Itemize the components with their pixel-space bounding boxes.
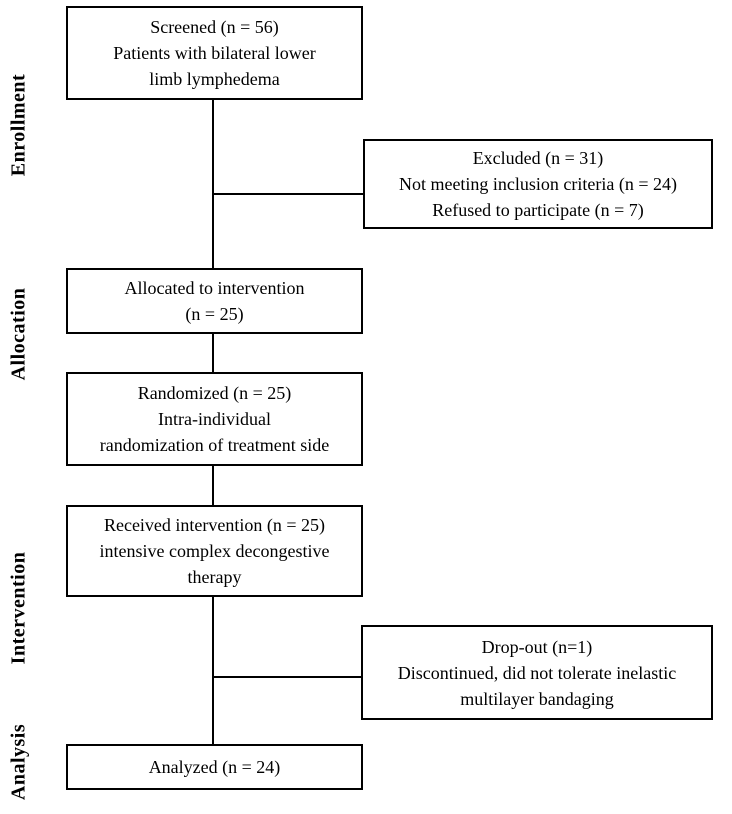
screened-line-1: Screened (n = 56) <box>150 17 279 37</box>
connector-received-to-analyzed <box>212 597 214 744</box>
connector-branch-to-dropout <box>213 676 361 678</box>
randomized-line-3: randomization of treatment side <box>99 435 330 455</box>
dropout-line-3: multilayer bandaging <box>460 688 614 709</box>
stage-label-allocation: Allocation <box>7 287 30 381</box>
randomized-line-2: Intra-individual <box>158 409 271 429</box>
randomized-box: Randomized (n = 25) Intra-individual ran… <box>66 372 363 466</box>
screened-line-3: limb lymphedema <box>149 69 280 89</box>
excluded-box: Excluded (n = 31) Not meeting inclusion … <box>363 139 713 229</box>
received-line-2: intensive complex decongestive <box>99 541 330 561</box>
allocated-line-1: Allocated to intervention <box>124 278 305 298</box>
excluded-line-2: Not meeting inclusion criteria (n = 24) <box>398 174 678 194</box>
randomized-line-1: Randomized (n = 25) <box>137 383 292 403</box>
dropout-box: Drop-out (n=1) Discontinued, did not tol… <box>361 625 713 720</box>
stage-label-enrollment: Enrollment <box>7 73 30 177</box>
received-line-3: therapy <box>187 567 242 587</box>
received-intervention-box: Received intervention (n = 25) intensive… <box>66 505 363 597</box>
dropout-line-2: Discontinued, did not tolerate inelastic <box>397 662 677 683</box>
dropout-line-1: Drop-out (n=1) <box>481 636 593 657</box>
allocated-line-2: (n = 25) <box>185 304 244 324</box>
connector-allocated-to-randomized <box>212 334 214 372</box>
screened-box: Screened (n = 56) Patients with bilatera… <box>66 6 363 100</box>
stage-label-analysis: Analysis <box>7 723 30 801</box>
stage-label-intervention: Intervention <box>7 551 30 665</box>
received-line-1: Received intervention (n = 25) <box>103 515 326 535</box>
connector-screened-to-allocated <box>212 100 214 268</box>
allocated-box: Allocated to intervention (n = 25) <box>66 268 363 334</box>
connector-branch-to-excluded <box>213 193 363 195</box>
analyzed-line-1: Analyzed (n = 24) <box>148 757 281 777</box>
excluded-line-1: Excluded (n = 31) <box>472 148 604 168</box>
connector-randomized-to-received <box>212 466 214 505</box>
screened-line-2: Patients with bilateral lower <box>113 43 316 63</box>
analyzed-box: Analyzed (n = 24) <box>66 744 363 790</box>
excluded-line-3: Refused to participate (n = 7) <box>432 200 644 220</box>
